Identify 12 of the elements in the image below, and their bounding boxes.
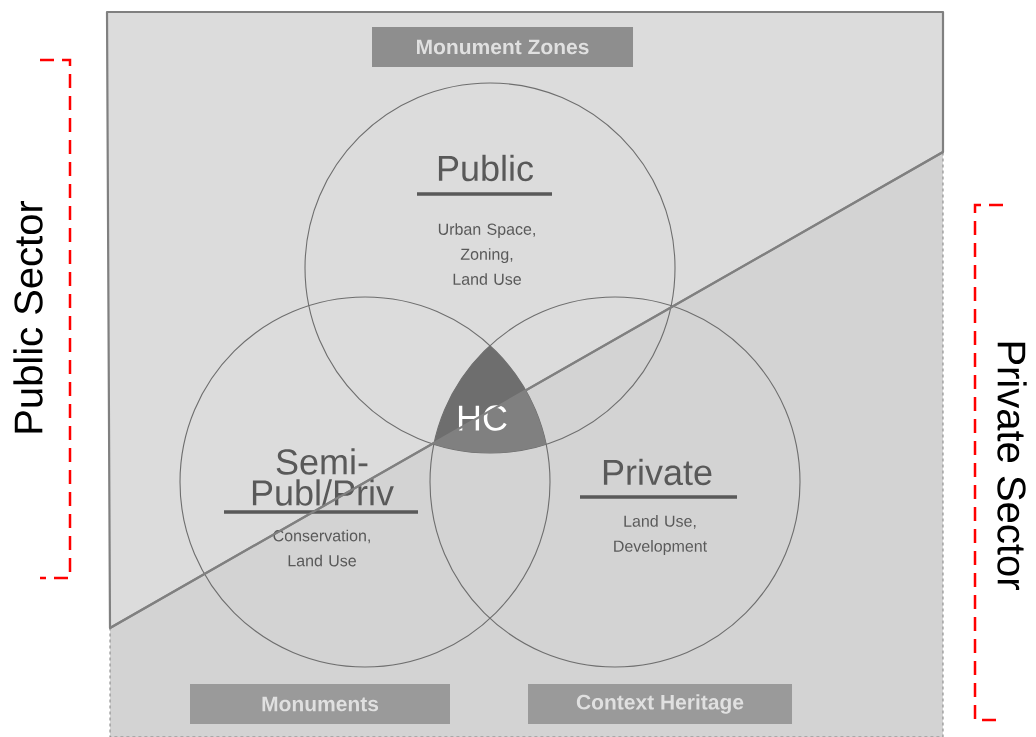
venn-circle xyxy=(179,296,551,668)
label-box: Monument Zones xyxy=(372,27,633,67)
label-box: Context Heritage xyxy=(528,684,792,724)
circle-title: Private xyxy=(580,458,737,499)
circle-description: Urban Space, Zoning, Land Use xyxy=(438,223,535,285)
circle-description: Conservation, Land Use xyxy=(273,529,370,567)
venn-circle xyxy=(429,296,801,668)
sector-label: Private Sector xyxy=(997,342,1027,590)
sector-label: Public Sector xyxy=(13,200,43,433)
label-box: Monuments xyxy=(190,684,450,724)
circle-title: Public xyxy=(417,154,552,196)
circle-description: Land Use, Development xyxy=(614,515,707,555)
